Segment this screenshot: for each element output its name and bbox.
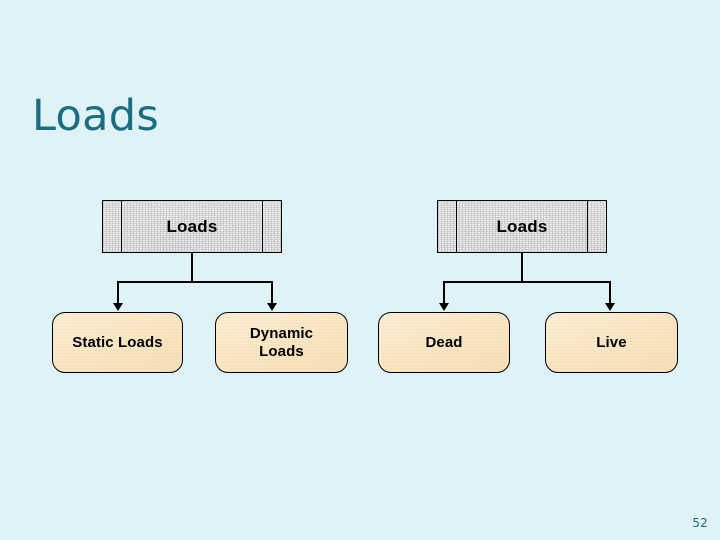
arrowhead-right-child2: [605, 303, 615, 311]
connector-root-stem-right: [521, 253, 523, 282]
connector-drop-right-child2: [609, 281, 611, 304]
node-seam-right: [262, 201, 263, 252]
tree-child-node-live[interactable]: Live: [545, 312, 678, 373]
node-seam-left: [456, 201, 457, 252]
connector-bus-left: [117, 281, 273, 283]
node-seam-right: [587, 201, 588, 252]
tree-child-label-static-loads: Static Loads: [72, 333, 163, 351]
connector-bus-right: [443, 281, 611, 283]
tree-root-node-right[interactable]: Loads: [437, 200, 607, 253]
connector-drop-left-child1: [117, 281, 119, 304]
arrowhead-left-child2: [267, 303, 277, 311]
page-number: 52: [692, 516, 708, 530]
tree-root-label-left: Loads: [166, 216, 218, 236]
page-title: Loads: [32, 91, 160, 141]
tree-child-node-dead[interactable]: Dead: [378, 312, 510, 373]
tree-child-label-dynamic-loads: Dynamic Loads: [250, 325, 313, 360]
connector-drop-left-child2: [271, 281, 273, 304]
dynamic-loads-line-1: Dynamic: [249, 324, 314, 342]
arrowhead-left-child1: [113, 303, 123, 311]
tree-child-node-static-loads[interactable]: Static Loads: [52, 312, 183, 373]
arrowhead-right-child1: [439, 303, 449, 311]
node-seam-left: [121, 201, 122, 252]
connector-drop-right-child1: [443, 281, 445, 304]
tree-child-label-dead: Dead: [425, 333, 463, 351]
tree-root-node-left[interactable]: Loads: [102, 200, 282, 253]
tree-child-label-live: Live: [596, 333, 627, 351]
connector-root-stem-left: [191, 253, 193, 282]
dynamic-loads-line-2: Loads: [259, 342, 304, 360]
tree-root-label-right: Loads: [496, 216, 548, 236]
tree-child-node-dynamic-loads[interactable]: Dynamic Loads: [215, 312, 348, 373]
